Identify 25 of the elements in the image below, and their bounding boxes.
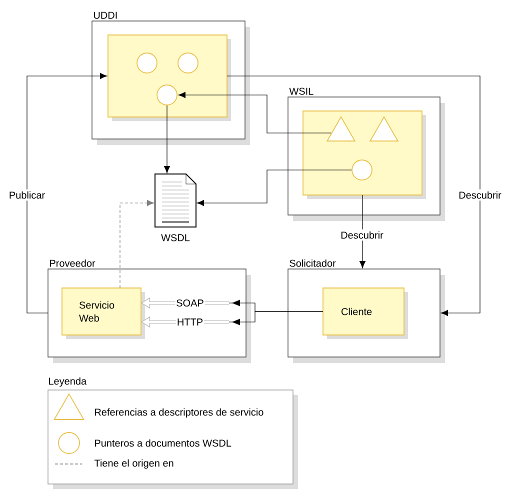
edge-label: HTTP	[176, 318, 204, 326]
node-label: Solicitador	[290, 259, 336, 267]
edge-label: Descubrir	[338, 229, 386, 241]
legend-text: Referencias a descriptores de servicio	[95, 408, 264, 418]
node-label: WSIL	[289, 88, 314, 95]
node-label: Proveedor	[50, 259, 96, 267]
arrow	[226, 76, 480, 316]
component-box: Cliente	[322, 288, 408, 339]
arrow	[196, 170, 352, 206]
component-box: Servicio Web	[62, 288, 145, 339]
edge-label: Publicar	[6, 189, 48, 201]
node-label: UDDI	[94, 12, 117, 19]
legend-text: Punteros a documentos WSDL	[95, 439, 232, 447]
circle-symbol	[352, 160, 372, 180]
legend-text: Tiene el origen en	[94, 459, 174, 469]
arrow	[178, 92, 332, 134]
arrow	[120, 200, 154, 288]
arrow	[164, 105, 170, 174]
arrow	[26, 73, 108, 314]
arrow	[360, 194, 366, 268]
legend-title: Leyenda	[49, 377, 87, 387]
edge-label: Descubrir	[456, 189, 504, 201]
circle-symbol	[156, 84, 178, 106]
circle-symbol	[136, 52, 158, 74]
circle-symbol	[178, 52, 198, 74]
